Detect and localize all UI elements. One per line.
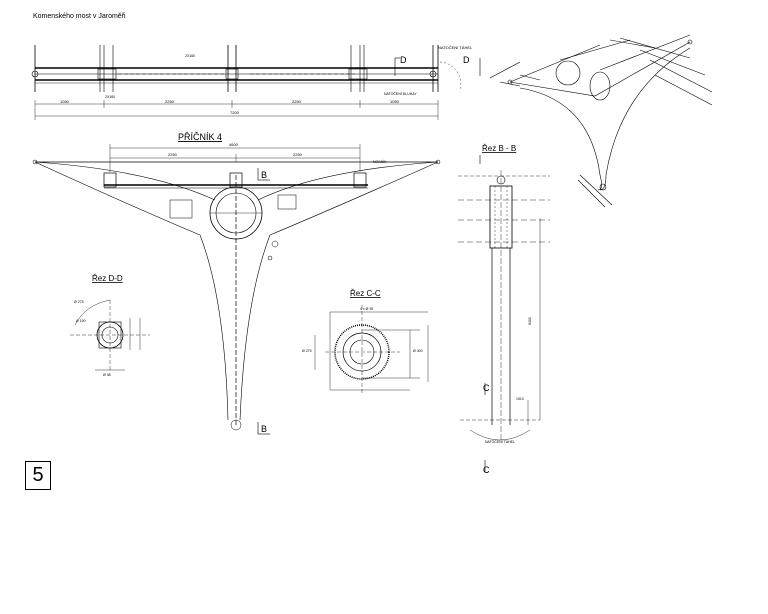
crossbeam-title: PŘÍČNÍK 4 — [178, 132, 222, 142]
section-mark-c-top: C — [483, 383, 490, 393]
section-bb-view — [458, 155, 550, 472]
crossbeam-labels: PŘÍČNÍK 4 4600 2250 2250 B B NOSNÍK — [168, 132, 387, 434]
sheet-title: Komenského most v Jaroměři — [33, 13, 126, 20]
note-tahel: NATOČENÍ TÁHEL — [438, 45, 473, 50]
crossbeam-dim-left: 2250 — [168, 152, 178, 157]
section-cc-title: Řez C-C — [350, 289, 381, 298]
section-dd-view — [70, 299, 150, 372]
section-bb-height: 8400 — [528, 317, 532, 325]
section-cc-dim-1: Ø 275 — [302, 349, 312, 353]
section-dd-labels: Řez D-D Ø 275 Ø 190 Ø 38 — [74, 274, 123, 377]
dim-mid-right: 2250 — [292, 99, 302, 104]
section-dd-dim-1: Ø 275 — [74, 300, 84, 304]
section-mark-d-left: D — [400, 55, 407, 65]
section-bb-labels: Řez B - B C C NATOČENÍ TÁHEL 8400 1510 — [482, 144, 532, 475]
dim-top-2: 2X160 — [105, 95, 115, 99]
crossbeam-note: NOSNÍK — [373, 160, 387, 164]
section-cc-view — [314, 305, 429, 395]
section-bb-note: NATOČENÍ TÁHEL — [485, 439, 515, 444]
section-bb-lower: 1510 — [516, 397, 524, 401]
dim-mid-left: 2250 — [165, 99, 175, 104]
page-number: 5 — [25, 461, 51, 490]
dim-total: 7200 — [230, 110, 240, 115]
isometric-sketch — [489, 34, 713, 208]
dim-right: 1050 — [390, 99, 400, 104]
section-dd-title: Řez D-D — [92, 274, 123, 283]
section-mark-b-top: B — [261, 170, 267, 180]
section-cc-labels: Řez C-C Ø 275 Ø 400 4 x Ø 30 — [302, 289, 423, 353]
section-cc-dim-2: Ø 400 — [413, 349, 423, 353]
section-cc-dim-3: 4 x Ø 30 — [360, 307, 373, 311]
section-mark-d-right: D — [463, 55, 470, 65]
dim-left: 1050 — [60, 99, 70, 104]
note-dluhay: NATOČENÍ DLUHAY — [384, 91, 417, 96]
section-mark-b-bottom: B — [261, 424, 267, 434]
section-dd-dim-2: Ø 190 — [76, 319, 86, 323]
section-bb-title: Řez B - B — [482, 144, 516, 153]
crossbeam-dim-right: 2250 — [293, 152, 303, 157]
crossbeam-view — [32, 144, 441, 435]
section-mark-c-bottom: C — [483, 465, 490, 475]
section-dd-dim-3: Ø 38 — [103, 373, 111, 377]
top-beam-view — [31, 45, 481, 120]
dim-top-1: 2X160 — [185, 54, 195, 58]
crossbeam-dim-total: 4600 — [229, 142, 239, 147]
top-beam-labels: 1050 2250 2250 1050 7200 2X160 2X160 NAT… — [60, 45, 473, 115]
